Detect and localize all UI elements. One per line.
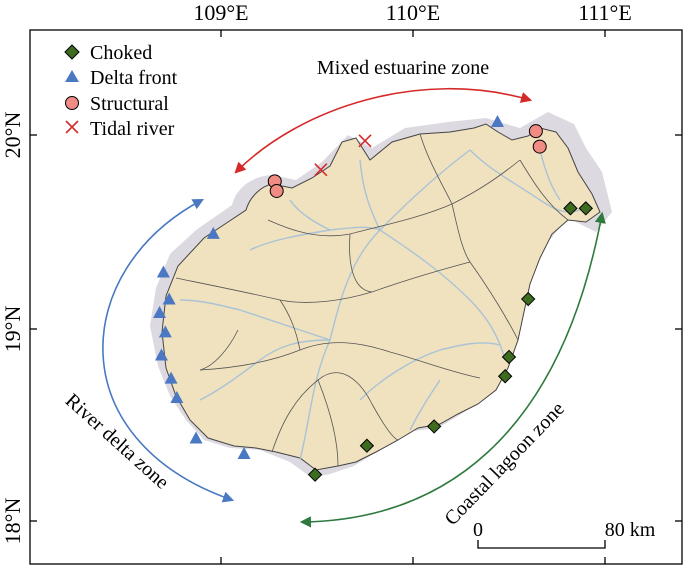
lat-label-20: 20°N <box>0 112 25 159</box>
site-marker-choked <box>307 467 323 482</box>
site-marker-choked <box>578 201 594 216</box>
legend-item-choked: Choked <box>64 42 152 64</box>
site-marker-delta <box>153 306 167 319</box>
site-marker-choked <box>501 349 517 365</box>
site-marker-choked <box>359 438 375 453</box>
scale-bar-line <box>477 540 606 549</box>
site-marker-delta <box>154 348 168 361</box>
delta-zone-arrow <box>102 198 235 503</box>
legend-item-structural: Structural <box>65 93 169 115</box>
site-marker-choked <box>520 291 536 307</box>
site-marker-delta <box>164 371 178 384</box>
lon-label-111: 111°E <box>578 0 632 25</box>
legend-item-tidal: Tidal river <box>65 118 175 140</box>
cross-marker-icon <box>65 120 79 134</box>
site-marker-delta <box>156 265 170 278</box>
site-marker-tidal <box>314 163 328 177</box>
site-marker-structural <box>532 139 547 154</box>
site-marker-delta <box>158 325 172 338</box>
frame-ticks <box>30 30 682 564</box>
legend-label-tidal: Tidal river <box>90 118 175 140</box>
lon-label-109: 109°E <box>193 0 248 25</box>
lagoon-zone-arrow <box>299 211 606 528</box>
scale-start-label: 0 <box>473 519 483 541</box>
site-marker-tidal <box>358 134 372 148</box>
site-marker-delta <box>206 226 220 239</box>
site-marker-structural <box>528 124 543 139</box>
legend-label-structural: Structural <box>90 93 169 115</box>
site-marker-choked <box>426 419 442 434</box>
site-marker-delta <box>490 114 504 127</box>
site-marker-choked <box>563 201 578 216</box>
circle-marker-icon <box>65 96 79 110</box>
site-marker-structural <box>269 183 284 198</box>
legend-label-choked: Choked <box>90 42 152 64</box>
lat-label-19: 19°N <box>0 306 25 353</box>
lat-label-18: 18°N <box>0 498 25 545</box>
legend: Choked Delta front Structural Tidal rive… <box>64 42 178 140</box>
sites-layer <box>153 114 594 482</box>
mixed-zone-label: Mixed estuarine zone <box>317 57 489 79</box>
triangle-marker-icon <box>65 70 79 82</box>
mixed-zone-arrow <box>234 88 533 174</box>
site-marker-delta <box>162 292 176 305</box>
legend-label-delta: Delta front <box>90 67 178 89</box>
site-marker-delta <box>189 431 203 444</box>
scale-end-label: 80 km <box>605 519 656 541</box>
site-marker-delta <box>170 390 184 403</box>
diamond-marker-icon <box>64 44 80 60</box>
lon-label-110: 110°E <box>386 0 440 25</box>
scale-bar: 0 80 km <box>473 519 656 549</box>
site-marker-choked <box>497 369 513 384</box>
legend-item-delta: Delta front <box>65 67 178 89</box>
site-marker-delta <box>237 446 251 459</box>
